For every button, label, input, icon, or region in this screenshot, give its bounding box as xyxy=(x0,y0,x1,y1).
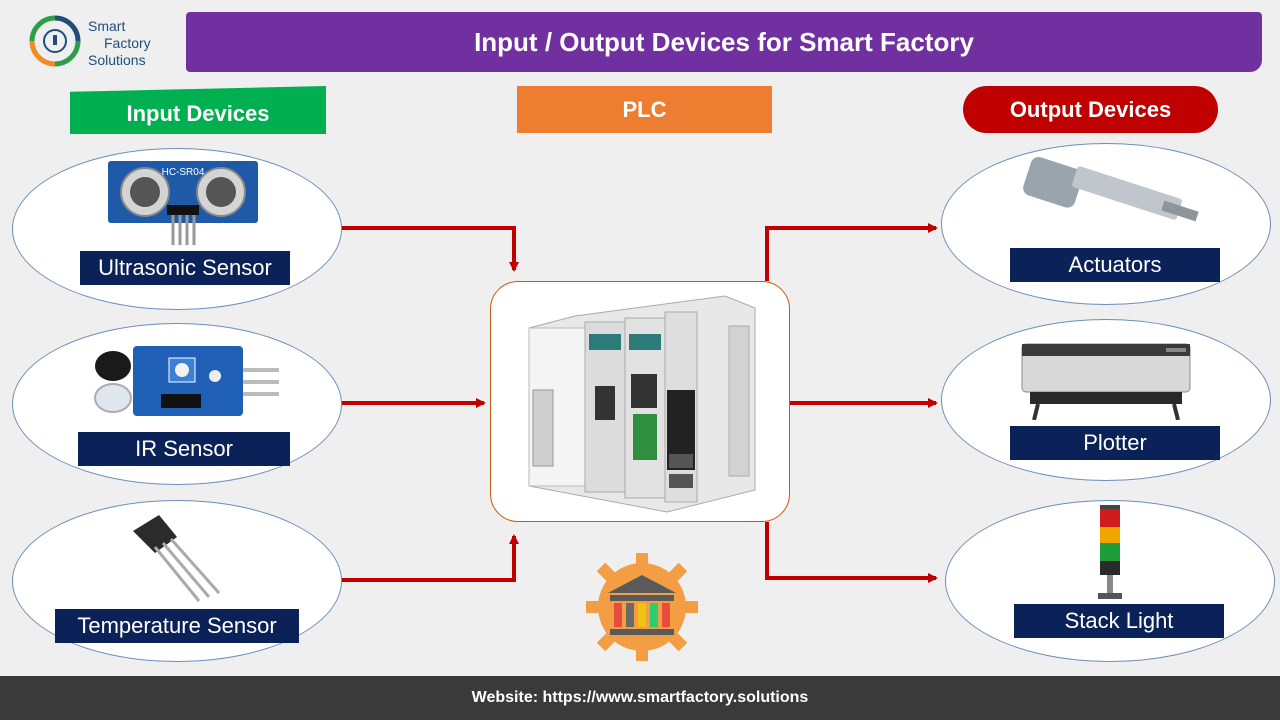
ultrasonic-sensor-label: Ultrasonic Sensor xyxy=(80,251,290,285)
input-oval-ir: IR Sensor xyxy=(12,323,342,485)
stack-light-label: Stack Light xyxy=(1014,604,1224,638)
ultrasonic-sensor-icon: HC-SR04 xyxy=(108,161,258,245)
input-oval-temperature: Temperature Sensor xyxy=(12,500,342,662)
input-devices-header: Input Devices xyxy=(70,86,326,134)
arrow-temperature-to-plc xyxy=(341,534,519,582)
arrow-plc-to-actuators xyxy=(765,223,938,281)
smart-factory-gear-icon xyxy=(586,553,698,661)
linear-actuator-icon xyxy=(1023,157,1199,222)
temperature-sensor-icon xyxy=(133,515,221,602)
ultrasonic-model-text: HC-SR04 xyxy=(162,167,205,178)
ir-sensor-label: IR Sensor xyxy=(78,432,290,466)
plotter-label: Plotter xyxy=(1010,426,1220,460)
website-link[interactable]: Website: https://www.smartfactory.soluti… xyxy=(471,689,809,706)
brand-line-2: Factory xyxy=(104,35,151,51)
plc-header: PLC xyxy=(517,86,772,133)
brand-line-3: Solutions xyxy=(88,52,146,68)
plc-header-label: PLC xyxy=(622,96,667,122)
logo-ring-icon xyxy=(29,15,81,67)
output-oval-actuators: Actuators xyxy=(941,143,1271,305)
title-bar: Input / Output Devices for Smart Factory xyxy=(186,12,1262,72)
output-oval-stack-light: Stack Light xyxy=(945,500,1275,662)
arrow-ultrasonic-to-plc xyxy=(341,226,519,272)
plc-module-icon xyxy=(528,295,756,513)
arrow-plc-to-stack-light xyxy=(765,522,938,583)
brand-logo: Smart Factory Solutions xyxy=(22,10,182,72)
temperature-sensor-label: Temperature Sensor xyxy=(55,609,299,643)
footer-bar: Website: https://www.smartfactory.soluti… xyxy=(0,676,1280,720)
actuators-label: Actuators xyxy=(1010,248,1220,282)
output-devices-header-label: Output Devices xyxy=(1009,96,1172,122)
ir-sensor-icon xyxy=(94,346,279,416)
input-devices-header-label: Input Devices xyxy=(126,101,270,126)
plc-box xyxy=(490,281,790,522)
brand-line-1: Smart xyxy=(88,18,126,34)
stack-light-icon xyxy=(1098,505,1122,599)
plotter-icon xyxy=(1021,343,1191,420)
input-oval-ultrasonic: HC-SR04 Ultrasonic Sensor xyxy=(12,148,342,310)
output-devices-header: Output Devices xyxy=(963,86,1218,133)
page-title: Input / Output Devices for Smart Factory xyxy=(474,26,974,57)
output-oval-plotter: Plotter xyxy=(941,319,1271,481)
